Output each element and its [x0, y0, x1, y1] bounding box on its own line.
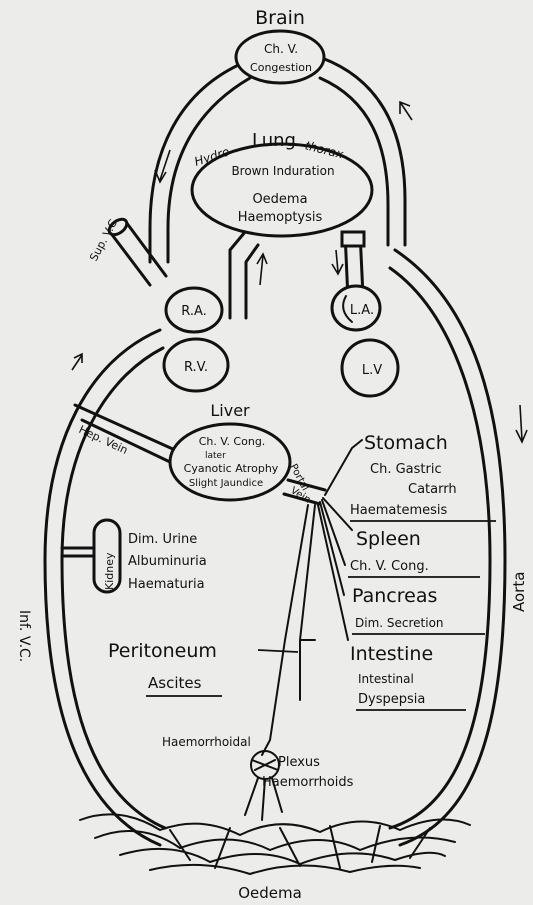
arrow-ivc-up [72, 354, 82, 370]
plexus-line2: Plexus [278, 755, 320, 770]
peritoneum-leader [258, 650, 298, 652]
arrow-rv-up [257, 254, 267, 285]
pulmonary-valve [342, 232, 364, 246]
ra-label: R.A. [181, 304, 207, 319]
lung-title: Lung [252, 130, 296, 151]
intestine-title: Intestine [350, 643, 433, 665]
intestine-line1: Intestinal [358, 672, 414, 686]
lung-line3: Haemoptysis [238, 210, 323, 225]
liver-title: Liver [210, 401, 250, 420]
inf-vc-label: Inf. V.C. [16, 610, 32, 662]
oedema-label: Oedema [238, 884, 302, 902]
lung-line1: Brown Induration [231, 164, 334, 178]
stomach-title: Stomach [364, 432, 448, 454]
plexus-line3: Haemorrhoids [262, 775, 354, 790]
intestine-line2: Dyspepsia [358, 692, 425, 707]
stomach-line3: Haematemesis [350, 503, 448, 518]
arrow-right-up [400, 102, 412, 120]
oedema-network [80, 814, 470, 874]
liver-line3: Cyanotic Atrophy [184, 462, 279, 475]
spleen-title: Spleen [356, 528, 421, 550]
aorta-label: Aorta [510, 572, 528, 612]
liver-line4: Slight Jaundice [189, 478, 263, 489]
lv-label: L.V [362, 363, 382, 378]
plexus-line1: Haemorrhoidal [162, 735, 251, 749]
kidney-title: Kidney [103, 552, 116, 590]
brain-title: Brain [255, 7, 305, 29]
liver-line2: later [205, 451, 226, 461]
kidney-vessel [62, 548, 92, 556]
brain-organ [236, 31, 324, 83]
spleen-line1: Ch. V. Cong. [350, 559, 429, 574]
arrow-aorta-down [516, 405, 527, 442]
arrow-lung-down [332, 250, 343, 274]
kidney-line3: Haematuria [128, 577, 205, 592]
lung-line2: Oedema [252, 192, 307, 207]
stomach-line1: Ch. Gastric [370, 462, 442, 477]
brain-line1: Ch. V. [264, 42, 298, 56]
peritoneum-title: Peritoneum [108, 640, 217, 662]
brain-line2: Congestion [250, 61, 312, 74]
kidney-line1: Dim. Urine [128, 532, 197, 547]
kidney-line2: Albuminuria [128, 554, 207, 569]
peritoneum-line1: Ascites [148, 674, 202, 692]
stomach-line2: Catarrh [408, 482, 457, 497]
rv-label: R.V. [184, 360, 208, 375]
pulmonary-artery [230, 232, 258, 318]
pancreas-title: Pancreas [352, 585, 437, 607]
la-label: L.A. [350, 303, 374, 318]
pancreas-line1: Dim. Secretion [355, 616, 444, 630]
liver-line1: Ch. V. Cong. [199, 435, 266, 448]
